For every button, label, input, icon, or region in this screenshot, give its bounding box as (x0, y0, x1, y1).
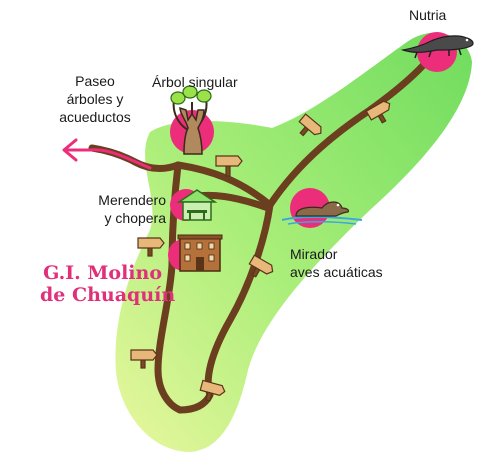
signposts (130, 100, 391, 402)
mill-building-icon (177, 234, 223, 272)
tree-icon (170, 85, 212, 155)
otter-icon (400, 35, 474, 59)
picnic-shelter-icon (176, 189, 218, 221)
signpost-icon (298, 113, 322, 137)
signpost-icon (248, 254, 274, 278)
signpost-icon (137, 237, 165, 257)
label-merendero: Merendero y chopera (84, 191, 166, 227)
map-title: G.I. Molino de Chuaquín (40, 262, 176, 306)
label-arbol-singular: Árbol singular (152, 74, 238, 90)
signpost-icon (365, 100, 391, 124)
label-mirador-line1: Mirador (290, 246, 338, 262)
label-paseo-line2: árboles y (66, 91, 124, 107)
label-merendero-line2: y chopera (104, 210, 166, 226)
label-mirador: Mirador aves acuáticas (290, 245, 383, 281)
label-paseo-line1: Paseo (75, 73, 115, 89)
map-title-line1: G.I. Molino (43, 262, 162, 284)
label-paseo-line3: acueductos (59, 109, 131, 125)
label-merendero-line1: Merendero (98, 192, 166, 208)
map-title-line2: de Chuaquín (40, 284, 176, 306)
signpost-icon (130, 349, 158, 369)
arrow-left-icon (62, 138, 152, 170)
signpost-icon (215, 155, 243, 177)
label-mirador-line2: aves acuáticas (290, 264, 383, 280)
duck-icon (281, 201, 363, 225)
signpost-icon (199, 379, 226, 402)
label-nutria: Nutria (409, 7, 447, 23)
label-paseo: Paseo árboles y acueductos (50, 72, 140, 126)
